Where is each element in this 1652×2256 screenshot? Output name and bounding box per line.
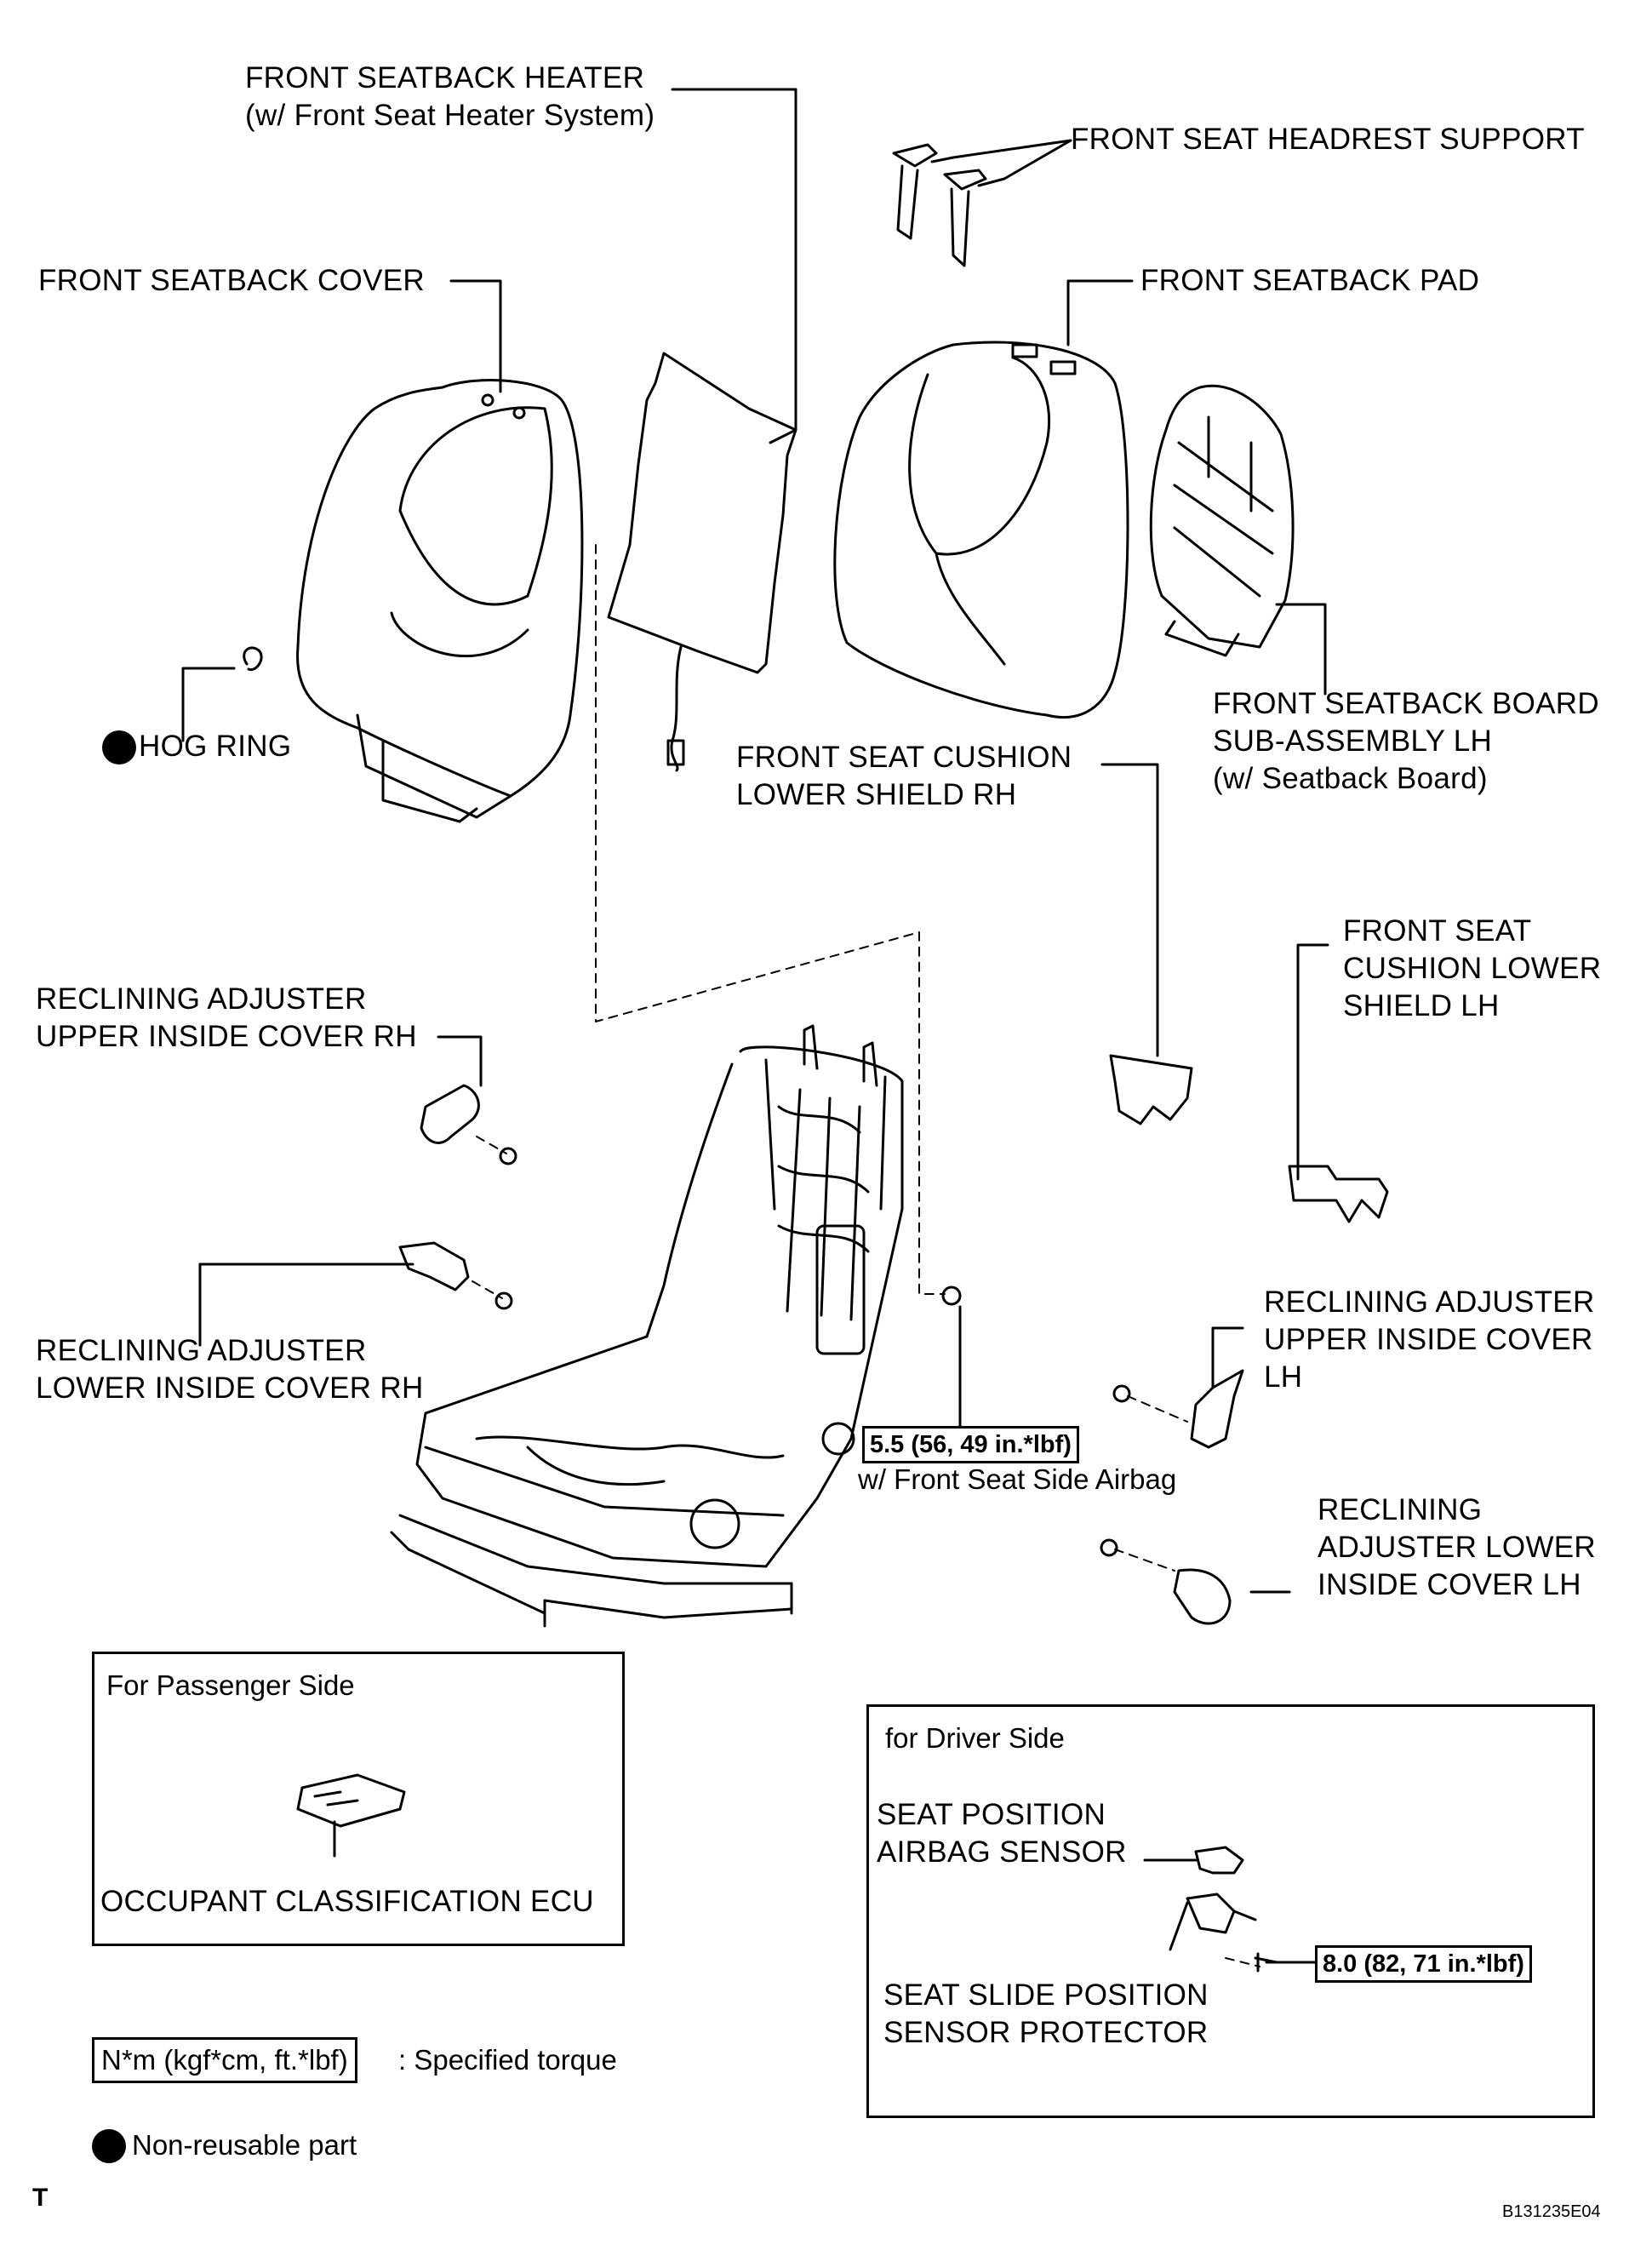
label-board-2: SUB-ASSEMBLY LH [1213, 724, 1493, 758]
label-shield-rh-2: LOWER SHIELD RH [736, 778, 1017, 811]
label-shield-lh-2: CUSHION LOWER [1343, 952, 1602, 985]
label-upper-cover-rh-1: RECLINING ADJUSTER [36, 982, 367, 1016]
torque-legend-text: : Specified torque [398, 2044, 617, 2076]
label-heater-1: FRONT SEATBACK HEATER [245, 61, 645, 94]
seatback-pad-drawing [833, 341, 1129, 719]
leader-upper-cover-rh [437, 1035, 483, 1087]
label-shield-lh-3: SHIELD LH [1343, 989, 1500, 1022]
figure-code: B131235E04 [1502, 2202, 1601, 2221]
label-shield-lh-1: FRONT SEAT [1343, 914, 1532, 948]
leader-seatback-pad [1066, 279, 1134, 346]
shield-rh-drawing [1109, 1054, 1193, 1125]
airbag-sensor-drawing [1194, 1846, 1244, 1875]
label-slide-protector-1: SEAT SLIDE POSITION [883, 1978, 1209, 2012]
driver-side-box [866, 1704, 1595, 2118]
lower-cover-lh-drawing [1173, 1568, 1232, 1625]
seatback-cover-drawing [296, 379, 584, 823]
leader-headrest [930, 139, 1072, 163]
upper-cover-rh-drawing [420, 1084, 480, 1144]
torque-seat-airbag: 5.5 (56, 49 in.*lbf) [862, 1426, 1079, 1463]
label-upper-cover-rh-2: UPPER INSIDE COVER RH [36, 1020, 417, 1053]
label-occupant-ecu: OCCUPANT CLASSIFICATION ECU [100, 1885, 594, 1918]
leader-lower-cover-rh [198, 1263, 414, 1347]
label-airbag-sensor-2: AIRBAG SENSOR [877, 1835, 1127, 1869]
driver-box-title: for Driver Side [885, 1722, 1065, 1754]
seatback-board-drawing [1149, 384, 1295, 657]
label-airbag-sensor-1: SEAT POSITION [877, 1798, 1106, 1831]
seatback-heater-drawing [607, 352, 797, 772]
nonreusable-legend-marker [92, 2129, 126, 2163]
label-upper-cover-lh-3: LH [1264, 1360, 1303, 1394]
label-shield-rh-1: FRONT SEAT CUSHION [736, 741, 1072, 774]
label-hog-ring: HOG RING [139, 730, 292, 763]
label-headrest-support: FRONT SEAT HEADREST SUPPORT [1071, 123, 1585, 156]
hog-ring-drawing [243, 646, 263, 672]
leader-shield-lh [1296, 943, 1329, 1181]
bolt-drawing [1254, 1952, 1278, 1973]
label-board-3: (w/ Seatback Board) [1213, 762, 1488, 795]
label-seatback-cover: FRONT SEATBACK COVER [38, 264, 425, 297]
label-seatback-pad: FRONT SEATBACK PAD [1140, 264, 1480, 297]
label-upper-cover-lh-1: RECLINING ADJUSTER [1264, 1285, 1595, 1319]
shield-lh-drawing [1288, 1165, 1389, 1223]
passenger-box-title: For Passenger Side [106, 1669, 355, 1701]
lower-cover-rh-drawing [398, 1241, 470, 1291]
nut-drawing [941, 1285, 962, 1306]
passenger-side-box [92, 1652, 625, 1946]
leader-upper-cover-lh [1211, 1326, 1244, 1389]
leader-board [1275, 603, 1327, 696]
seat-frame-drawing [390, 1024, 904, 1628]
slide-protector-drawing [1186, 1892, 1257, 1934]
nonreusable-marker [102, 730, 136, 764]
leader-seatback-cover [449, 279, 502, 393]
nonreusable-legend-text: Non-reusable part [132, 2129, 357, 2161]
upper-cover-lh-drawing [1190, 1369, 1244, 1449]
label-airbag-note: w/ Front Seat Side Airbag [858, 1463, 1177, 1495]
corner-mark: T [32, 2184, 49, 2212]
headrest-support-drawing [892, 143, 987, 267]
leader-hog-ring [181, 667, 236, 742]
label-slide-protector-2: SENSOR PROTECTOR [883, 2016, 1209, 2049]
occupant-ecu-drawing [296, 1773, 406, 1828]
label-board-1: FRONT SEATBACK BOARD [1213, 687, 1599, 720]
leader-slide-protector [1169, 1901, 1189, 1951]
torque-slide-sensor: 8.0 (82, 71 in.*lbf) [1315, 1945, 1532, 1983]
leader-shield-rh [1100, 763, 1159, 1057]
torque-legend-unit: N*m (kgf*cm, ft.*lbf) [92, 2037, 357, 2083]
label-lower-cover-rh-2: LOWER INSIDE COVER RH [36, 1371, 424, 1405]
label-upper-cover-lh-2: UPPER INSIDE COVER [1264, 1323, 1593, 1356]
label-lower-cover-lh-3: INSIDE COVER LH [1318, 1568, 1581, 1601]
label-lower-cover-rh-1: RECLINING ADJUSTER [36, 1334, 367, 1367]
label-lower-cover-lh-1: RECLINING [1318, 1493, 1483, 1526]
label-lower-cover-lh-2: ADJUSTER LOWER [1318, 1531, 1597, 1564]
leader-heater [671, 88, 797, 444]
label-heater-2: (w/ Front Seat Heater System) [245, 99, 655, 132]
